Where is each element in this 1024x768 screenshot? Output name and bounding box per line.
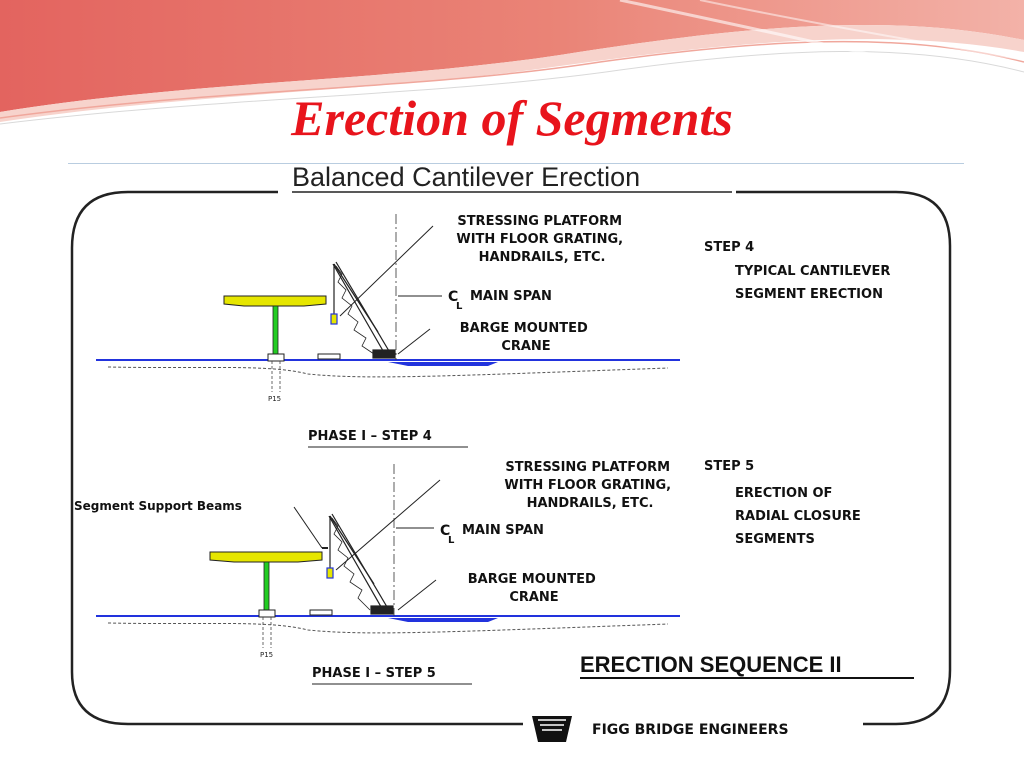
- phase-label: PHASE I – STEP 4: [308, 429, 432, 444]
- pier-label: P15: [260, 651, 273, 659]
- drawing-canvas: Balanced Cantilever Erection P15: [70, 164, 952, 742]
- top-panel: P15 STRESSING PLATFORM WITH: [96, 214, 895, 448]
- crane-label: BARGE MOUNTED CRANE: [460, 321, 593, 354]
- crane-leader: [397, 579, 437, 611]
- main-span-label: MAIN SPAN: [470, 289, 552, 304]
- centerline-symbol: C: [448, 289, 458, 305]
- support-beams-label: Segment Support Beams: [74, 499, 242, 513]
- crane-label: BARGE MOUNTED CRANE: [468, 572, 601, 605]
- phase-label: PHASE I – STEP 5: [312, 666, 436, 681]
- platform-label: STRESSING PLATFORM WITH FLOOR GRATING, H…: [456, 214, 627, 265]
- platform-barge: [317, 353, 341, 360]
- river-bed: [107, 622, 669, 634]
- platform-barge: [309, 609, 333, 616]
- drawing-border: [70, 190, 952, 726]
- slide-title: Erection of Segments: [291, 90, 733, 146]
- pier: [263, 561, 270, 615]
- centerline-symbol: C: [440, 523, 450, 539]
- pier: [272, 305, 279, 359]
- erection-drawing: Balanced Cantilever Erection P15: [68, 164, 964, 754]
- barge-crane: [326, 513, 394, 615]
- bottom-panel: P15 Segment Support Beams STRESSING PLAT…: [74, 459, 865, 685]
- main-span-label: MAIN SPAN: [462, 523, 544, 538]
- figg-logo: [532, 716, 572, 742]
- platform-label: STRESSING PLATFORM WITH FLOOR GRATING, H…: [504, 460, 675, 511]
- water-ripple: [388, 618, 498, 622]
- barge-crane: [330, 261, 396, 359]
- deck-segment: [223, 295, 327, 307]
- drawing-heading: Balanced Cantilever Erection: [292, 164, 640, 192]
- pier-footing: [258, 609, 276, 618]
- firm-name: FIGG BRIDGE ENGINEERS: [592, 722, 789, 738]
- deck-segment: [209, 551, 323, 563]
- centerline-subscript: L: [456, 301, 463, 312]
- water-ripple: [388, 362, 498, 366]
- pier-label: P15: [268, 395, 281, 403]
- step-heading: STEP 4: [704, 240, 754, 255]
- crane-leader: [397, 328, 431, 355]
- title-divider: [68, 163, 964, 164]
- river-bed: [107, 366, 669, 378]
- header-banner: [0, 0, 1024, 125]
- step-heading: STEP 5: [704, 459, 754, 474]
- step-description: TYPICAL CANTILEVER SEGMENT ERECTION: [735, 264, 895, 302]
- platform-leader: [339, 225, 434, 317]
- platform-leader: [335, 479, 441, 571]
- pier-footing: [267, 353, 285, 362]
- step-description: ERECTION OF RADIAL CLOSURE SEGMENTS: [735, 486, 865, 547]
- centerline-subscript: L: [448, 535, 455, 546]
- sequence-title: ERECTION SEQUENCE II: [580, 652, 842, 677]
- support-beams-leader: [293, 506, 323, 549]
